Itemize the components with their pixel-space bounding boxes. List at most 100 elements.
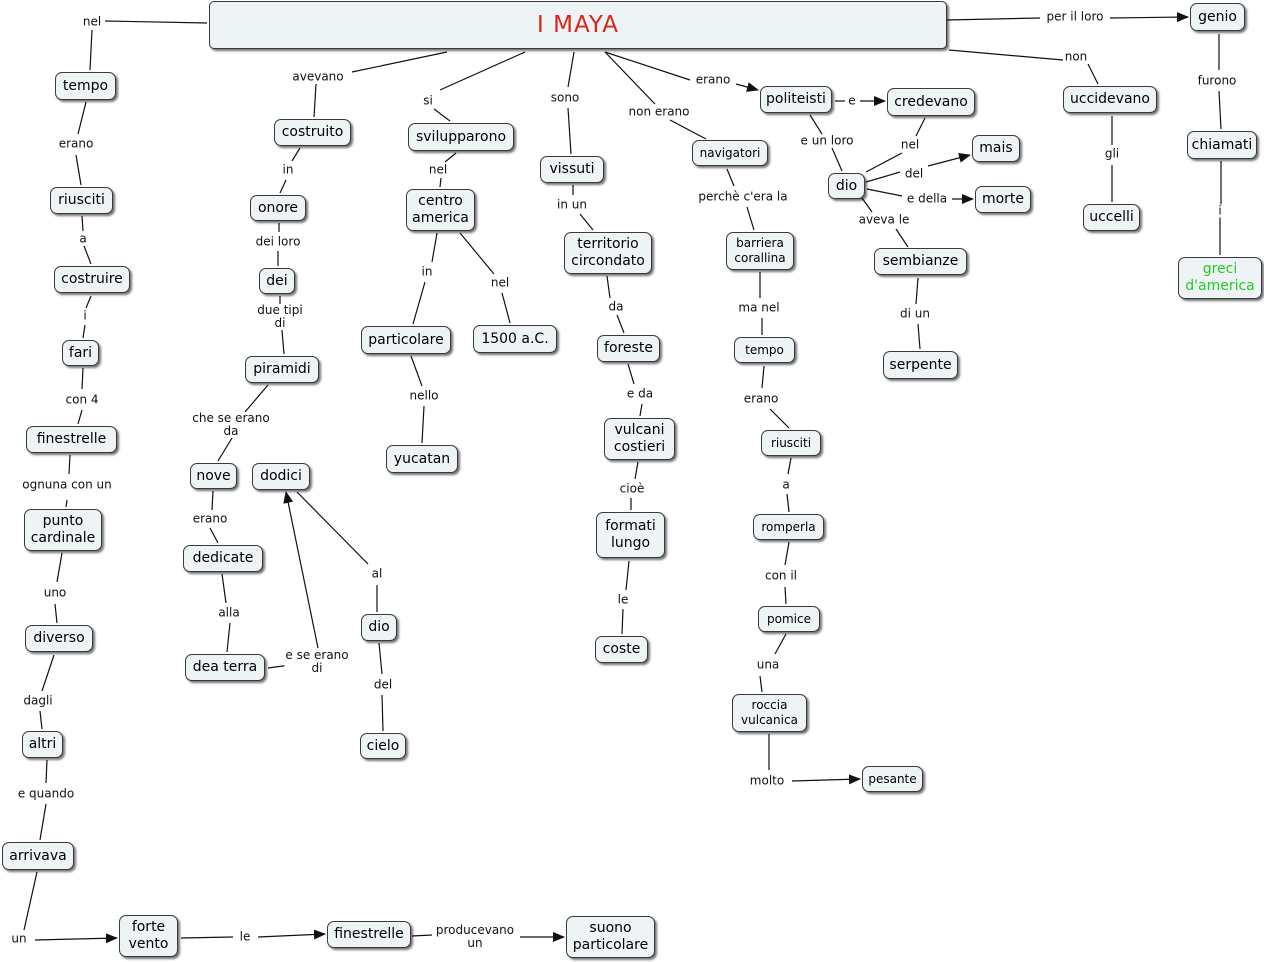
connector-95 xyxy=(65,499,68,508)
node-punto[interactable]: punto cardinale xyxy=(24,509,102,551)
node-tempo1[interactable]: tempo xyxy=(55,72,116,100)
connector-66 xyxy=(291,147,301,162)
connector-29 xyxy=(746,206,755,231)
node-arrivava[interactable]: arrivava xyxy=(2,842,74,870)
arrow-105 xyxy=(257,929,326,940)
connector-7 xyxy=(1087,63,1099,85)
connector-37 xyxy=(784,586,787,605)
node-politeisti[interactable]: politeisti xyxy=(760,86,832,113)
connector-83 xyxy=(381,694,384,732)
connector-98 xyxy=(41,654,55,692)
node-diverso[interactable]: diverso xyxy=(25,625,93,652)
node-chiamati[interactable]: chiamati xyxy=(1187,131,1257,159)
connector-84 xyxy=(104,20,208,24)
connector-55 xyxy=(433,108,451,122)
node-uccidevano[interactable]: uccidevano xyxy=(1063,86,1157,113)
link-label-nonerano: non erano xyxy=(627,104,691,119)
link-label-i1: i xyxy=(1217,203,1223,218)
node-romperla[interactable]: romperla xyxy=(753,514,824,540)
node-vulcani[interactable]: vulcani costieri xyxy=(604,418,675,460)
node-riusciti2[interactable]: riusciti xyxy=(761,430,821,456)
node-tempo2[interactable]: tempo xyxy=(734,337,795,363)
node-fari[interactable]: fari xyxy=(62,340,99,366)
connector-92 xyxy=(81,367,84,390)
link-label-a1: a xyxy=(78,231,88,246)
connector-47 xyxy=(616,314,625,334)
node-dedicate[interactable]: dedicate xyxy=(183,545,263,572)
node-serpente[interactable]: serpente xyxy=(883,351,958,379)
connector-93 xyxy=(77,409,83,425)
node-navigatori[interactable]: navigatori xyxy=(692,140,768,166)
node-riusciti1[interactable]: riusciti xyxy=(50,187,113,214)
link-label-duetipi: due tipi di xyxy=(256,303,304,330)
node-dodici[interactable]: dodici xyxy=(252,463,310,490)
connector-85 xyxy=(89,29,93,71)
connector-38 xyxy=(774,633,787,655)
connector-15 xyxy=(831,147,843,172)
connector-106 xyxy=(411,934,433,937)
link-label-con4: con 4 xyxy=(64,392,100,407)
node-costruire[interactable]: costruire xyxy=(54,266,130,293)
node-forte[interactable]: forte vento xyxy=(119,915,178,957)
node-a1500[interactable]: 1500 a.C. xyxy=(473,325,557,353)
node-deaterra[interactable]: dea terra xyxy=(185,654,265,681)
node-suono[interactable]: suono particolare xyxy=(566,916,655,958)
node-formati[interactable]: formati lungo xyxy=(596,512,665,558)
node-maya[interactable]: I MAYA xyxy=(209,1,947,49)
node-onore[interactable]: onore xyxy=(250,195,306,221)
link-label-erano0: erano xyxy=(57,136,95,151)
node-vissuti[interactable]: vissuti xyxy=(540,156,604,183)
node-genio[interactable]: genio xyxy=(1190,3,1245,31)
node-territorio[interactable]: territorio circondato xyxy=(564,232,652,274)
connector-49 xyxy=(639,403,643,417)
node-particolare[interactable]: particolare xyxy=(361,326,451,354)
arrow-11 xyxy=(735,82,759,92)
link-label-nello: nello xyxy=(408,388,440,403)
node-dei[interactable]: dei xyxy=(259,268,295,294)
node-sembianze[interactable]: sembianze xyxy=(874,248,967,275)
connector-25 xyxy=(917,323,921,350)
connector-101 xyxy=(39,803,47,841)
connector-16 xyxy=(915,117,926,137)
node-mais[interactable]: mais xyxy=(972,135,1020,162)
connector-88 xyxy=(81,215,84,232)
node-finestrelle1[interactable]: finestrelle xyxy=(26,426,117,453)
link-label-sono: sono xyxy=(549,90,581,105)
link-label-equando: e quando xyxy=(16,786,76,801)
connector-94 xyxy=(68,454,71,475)
node-pomice[interactable]: pomice xyxy=(758,606,820,632)
node-costruito[interactable]: costruito xyxy=(274,119,351,146)
node-dio2[interactable]: dio xyxy=(361,614,397,641)
node-centro[interactable]: centro america xyxy=(406,189,475,231)
node-pesante[interactable]: pesante xyxy=(862,766,923,792)
connector-53 xyxy=(621,608,624,635)
link-label-molto: molto xyxy=(748,773,786,788)
connector-67 xyxy=(279,179,287,194)
connector-50 xyxy=(634,461,639,480)
node-coste[interactable]: coste xyxy=(595,636,648,663)
node-svilupparono[interactable]: svilupparono xyxy=(408,123,514,151)
node-credevano[interactable]: credevano xyxy=(887,88,975,116)
node-yucatan[interactable]: yucatan xyxy=(386,445,458,473)
connector-63 xyxy=(421,405,425,444)
node-uccelli[interactable]: uccelli xyxy=(1083,204,1140,231)
connector-0 xyxy=(946,17,1041,21)
link-label-eda: e da xyxy=(625,386,655,401)
node-morte[interactable]: morte xyxy=(975,186,1031,213)
node-altri[interactable]: altri xyxy=(22,731,63,758)
connector-36 xyxy=(784,541,790,566)
node-greci[interactable]: greci d'america xyxy=(1178,257,1262,299)
connector-56 xyxy=(444,152,457,163)
node-dio-main[interactable]: dio xyxy=(828,173,865,199)
node-barriera[interactable]: barriera corallina xyxy=(726,232,794,270)
node-roccia[interactable]: roccia vulcanica xyxy=(732,694,807,732)
node-piramidi[interactable]: piramidi xyxy=(245,356,319,383)
connector-58 xyxy=(431,232,438,263)
node-foreste[interactable]: foreste xyxy=(597,335,660,362)
connector-45 xyxy=(579,213,594,231)
link-label-ognuna: ognuna con un xyxy=(21,477,113,492)
arrow-79 xyxy=(283,491,319,649)
node-cielo[interactable]: cielo xyxy=(360,733,406,759)
node-finestrelle2[interactable]: finestrelle xyxy=(327,921,411,948)
node-nove[interactable]: nove xyxy=(190,463,237,489)
